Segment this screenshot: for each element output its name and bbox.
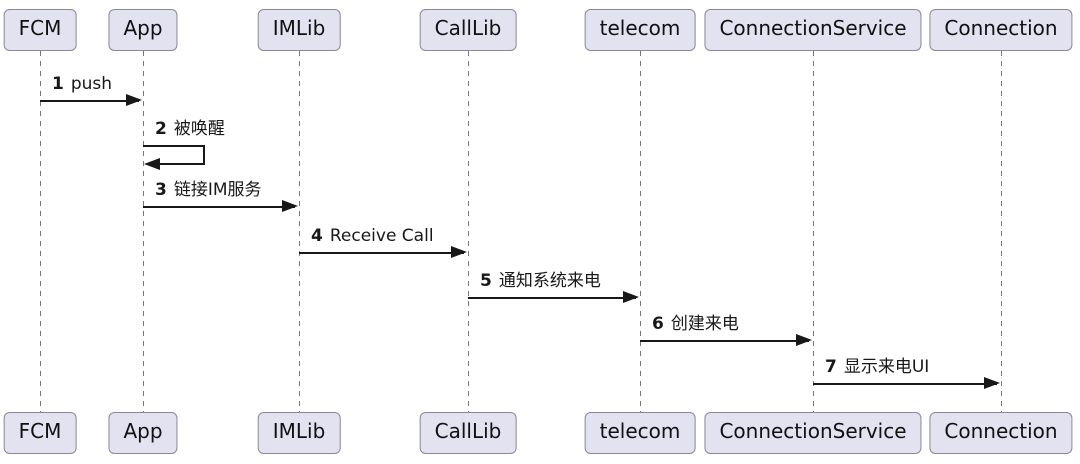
lifeline-fcm bbox=[39, 51, 41, 412]
self-message-arrowhead bbox=[144, 158, 160, 170]
message-text: push bbox=[70, 74, 113, 94]
message-label-2: 2 被唤醒 bbox=[155, 118, 225, 140]
message-line-1 bbox=[40, 100, 139, 102]
message-label-7: 7 显示来电UI bbox=[825, 356, 929, 378]
self-message-top-line bbox=[143, 145, 205, 147]
participant-label: ConnectionService bbox=[719, 16, 907, 40]
participant-label: IMLib bbox=[272, 419, 326, 443]
message-text: 创建来电 bbox=[670, 314, 739, 334]
message-text: 显示来电UI bbox=[843, 357, 930, 377]
participant-label: FCM bbox=[18, 419, 62, 443]
message-line-3 bbox=[143, 206, 295, 208]
participant-label: IMLib bbox=[272, 16, 326, 40]
message-label-1: 1 push bbox=[52, 73, 112, 95]
self-message-right-line bbox=[203, 145, 205, 165]
participant-top-calllib: CallLib bbox=[419, 9, 517, 51]
message-line-4 bbox=[299, 252, 464, 254]
participant-bottom-connection: Connection bbox=[929, 412, 1073, 454]
message-line-6 bbox=[640, 340, 809, 342]
message-number: 1 bbox=[52, 74, 64, 94]
participant-top-fcm: FCM bbox=[3, 9, 77, 51]
self-message-bottom-line bbox=[157, 163, 205, 165]
participant-label: telecom bbox=[599, 16, 681, 40]
participant-bottom-telecom: telecom bbox=[584, 412, 696, 454]
lifeline-app bbox=[142, 51, 144, 412]
message-text: 通知系统来电 bbox=[498, 271, 601, 291]
message-number: 3 bbox=[155, 180, 167, 200]
message-arrowhead-5 bbox=[623, 291, 639, 303]
message-number: 7 bbox=[825, 357, 837, 377]
message-label-5: 5 通知系统来电 bbox=[480, 270, 601, 292]
lifeline-imlib bbox=[298, 51, 300, 412]
message-arrowhead-6 bbox=[796, 334, 812, 346]
participant-bottom-imlib: IMLib bbox=[257, 412, 341, 454]
participant-label: App bbox=[123, 16, 163, 40]
participant-top-connectionservice: ConnectionService bbox=[704, 9, 922, 51]
participant-label: CallLib bbox=[434, 16, 502, 40]
message-arrowhead-1 bbox=[126, 94, 142, 106]
participant-label: FCM bbox=[18, 16, 62, 40]
message-number: 5 bbox=[480, 271, 492, 291]
participant-label: Connection bbox=[944, 16, 1058, 40]
message-line-7 bbox=[813, 383, 997, 385]
lifeline-connection bbox=[1000, 51, 1002, 412]
message-number: 6 bbox=[652, 314, 664, 334]
participant-label: Connection bbox=[944, 419, 1058, 443]
lifeline-calllib bbox=[467, 51, 469, 412]
participant-bottom-calllib: CallLib bbox=[419, 412, 517, 454]
participant-top-imlib: IMLib bbox=[257, 9, 341, 51]
message-number: 2 bbox=[155, 119, 167, 139]
lifeline-connectionservice bbox=[812, 51, 814, 412]
participant-bottom-app: App bbox=[108, 412, 178, 454]
message-text: 被唤醒 bbox=[173, 119, 225, 139]
participant-bottom-connectionservice: ConnectionService bbox=[704, 412, 922, 454]
message-line-5 bbox=[468, 297, 636, 299]
message-text: Receive Call bbox=[329, 226, 434, 246]
participant-top-connection: Connection bbox=[929, 9, 1073, 51]
message-label-4: 4 Receive Call bbox=[311, 225, 434, 247]
message-text: 链接IM服务 bbox=[173, 180, 262, 200]
message-arrowhead-4 bbox=[451, 246, 467, 258]
message-label-3: 3 链接IM服务 bbox=[155, 179, 262, 201]
participant-label: App bbox=[123, 419, 163, 443]
message-arrowhead-7 bbox=[984, 377, 1000, 389]
participant-label: telecom bbox=[599, 419, 681, 443]
participant-label: ConnectionService bbox=[719, 419, 907, 443]
message-label-6: 6 创建来电 bbox=[652, 313, 739, 335]
participant-bottom-fcm: FCM bbox=[3, 412, 77, 454]
message-arrowhead-3 bbox=[282, 200, 298, 212]
message-number: 4 bbox=[311, 226, 323, 246]
participant-top-app: App bbox=[108, 9, 178, 51]
participant-top-telecom: telecom bbox=[584, 9, 696, 51]
participant-label: CallLib bbox=[434, 419, 502, 443]
lifeline-telecom bbox=[639, 51, 641, 412]
